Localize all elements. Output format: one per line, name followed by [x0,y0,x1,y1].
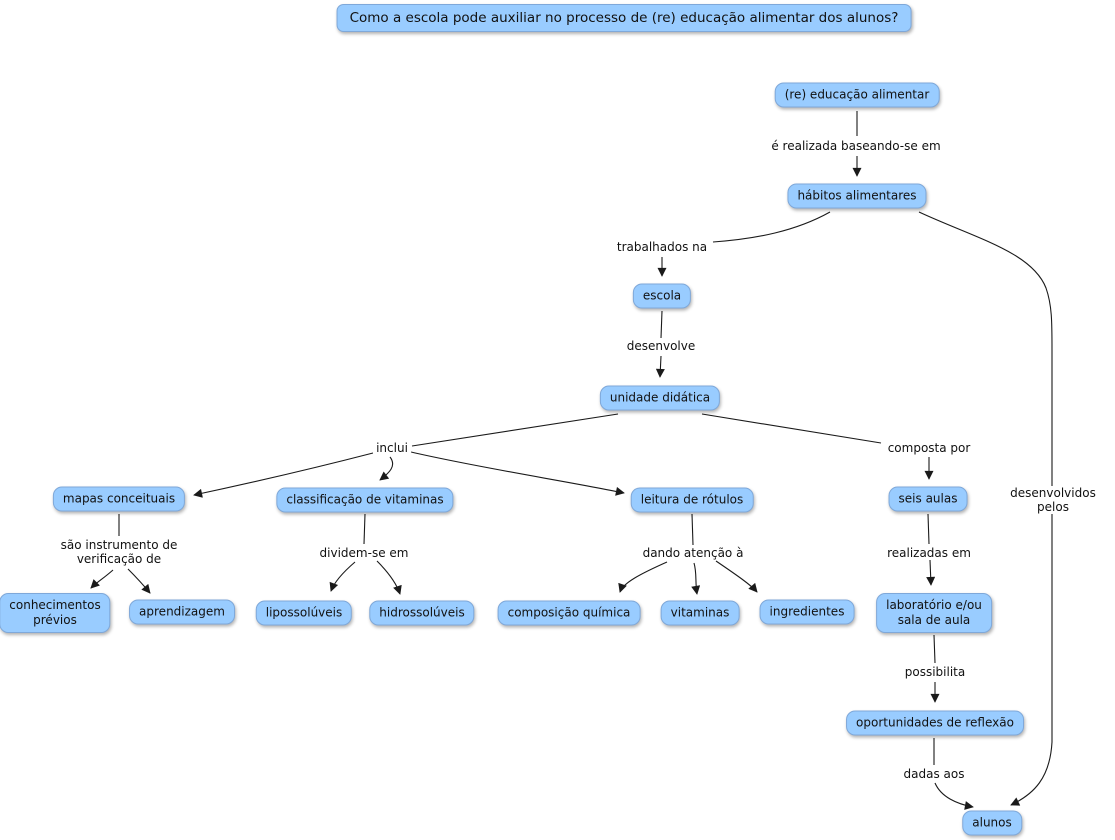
node-oportunidades-de-reflexao[interactable]: oportunidades de reflexão [846,710,1024,736]
edge-escola-to-desenvolve [660,310,663,339]
edge-inclui-to-mapas [193,452,374,498]
link-label-realizadas-em[interactable]: realizadas em [884,546,974,560]
edge-dando-to-vitaminas [691,562,701,595]
link-label-inclui[interactable]: inclui [373,441,411,455]
link-label-possibilita[interactable]: possibilita [901,665,969,679]
link-label-e-realizada[interactable]: é realizada baseando-se em [768,139,944,153]
link-label-composta-por[interactable]: composta por [884,441,974,455]
edge-instrumento-to-aprendizagem [127,568,151,594]
edge-desenvolve-to-unidade [655,355,665,378]
edge-unidade-to-inclui [411,413,619,447]
edge-dadas-to-alunos [934,782,974,810]
edge-habitos-to-trabalhados [712,211,831,243]
node-laboratorio-sala-de-aula[interactable]: laboratório e/ou sala de aula [876,593,992,633]
edge-realizadas-to-laboratorio [926,559,936,586]
edge-laboratorio-to-possibilita [933,634,936,664]
edge-dando-to-composicao [618,561,668,593]
node-lipossoluveis[interactable]: lipossolúveis [255,600,353,626]
edge-leitura-to-dando [691,513,694,546]
node-conhecimentos-previos[interactable]: conhecimentos prévios [0,593,111,633]
link-label-dividem-se-em[interactable]: dividem-se em [316,546,412,560]
edge-dividem-to-hidrossoluveis [376,560,402,595]
node-aprendizagem[interactable]: aprendizagem [129,599,235,625]
link-label-dadas-aos[interactable]: dadas aos [900,767,968,781]
node-mapas-conceituais[interactable]: mapas conceituais [52,486,186,512]
node-re-educacao-alimentar[interactable]: (re) educação alimentar [774,82,940,108]
edge-inclui-to-classificacao [379,456,394,481]
node-seis-aulas[interactable]: seis aulas [888,486,968,512]
node-habitos-alimentares[interactable]: hábitos alimentares [787,183,927,209]
edge-unidade-to-composta [701,413,882,444]
edge-seisaulas-to-realizadas [927,513,930,545]
map-title[interactable]: Como a escola pode auxiliar no processo … [336,4,912,32]
link-label-desenvolve[interactable]: desenvolve [623,339,699,353]
node-vitaminas[interactable]: vitaminas [660,600,740,626]
node-composicao-quimica[interactable]: composição química [497,600,641,626]
node-classificacao-de-vitaminas[interactable]: classificação de vitaminas [276,487,454,513]
node-hidrossoluveis[interactable]: hidrossolúveis [369,600,475,626]
edge-dividem-to-lipossoluveis [329,561,356,592]
node-ingredientes[interactable]: ingredientes [759,599,855,625]
edge-dando-to-ingredientes [715,560,758,593]
edge-classificacao-to-dividem [363,513,366,545]
link-label-trabalhados-na[interactable]: trabalhados na [613,240,711,254]
node-unidade-didatica[interactable]: unidade didática [599,385,721,411]
link-label-desenvolvidos-pelos[interactable]: desenvolvidos pelos [1007,486,1099,514]
edge-habitos-to-alunos-long [918,211,1053,806]
link-label-sao-instrumento[interactable]: são instrumento de verificação de [57,538,181,566]
edge-inclui-to-leitura [410,451,625,496]
edge-instrumento-to-conhecimentos [90,569,114,589]
node-alunos[interactable]: alunos [962,810,1022,836]
node-leitura-de-rotulos[interactable]: leitura de rótulos [630,487,754,513]
link-label-dando-atencao-a[interactable]: dando atenção à [639,546,747,560]
node-escola[interactable]: escola [632,283,692,309]
